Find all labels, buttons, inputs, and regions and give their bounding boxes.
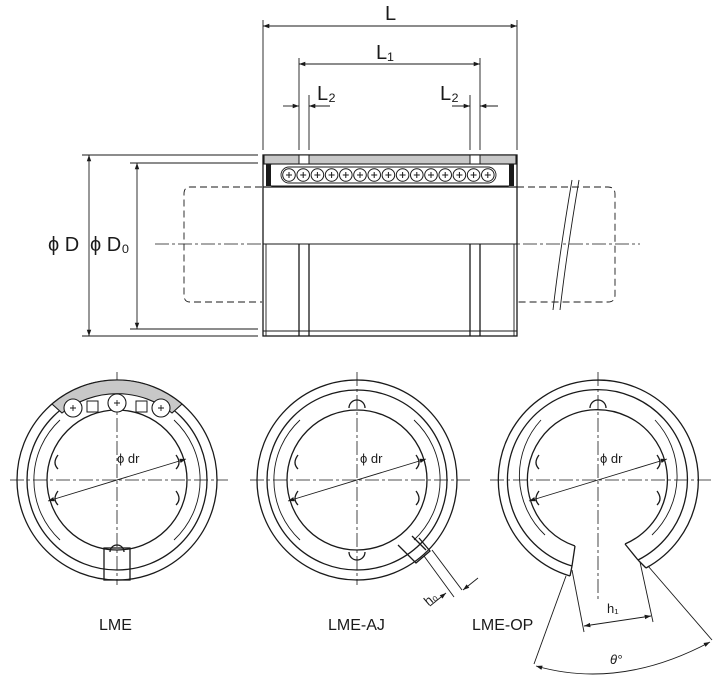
lme-caption: LME — [99, 617, 132, 634]
lme-op-theta-label: θ° — [610, 652, 622, 667]
bearing-body — [262, 154, 518, 337]
dim-L-label: L — [385, 3, 396, 25]
lme-op-dr-label: ϕ dr — [600, 451, 623, 466]
dimension-lines — [86, 23, 517, 336]
ball-mark — [328, 172, 335, 178]
ball-mark — [371, 172, 378, 178]
ball-mark — [413, 172, 420, 178]
section-lme-op: h₁ θ° ϕ dr LME-OP — [472, 372, 713, 675]
ball-mark — [314, 172, 321, 178]
ball-mark — [456, 172, 463, 178]
ball-mark — [428, 172, 434, 178]
lme-aj-caption: LME-AJ — [328, 617, 385, 634]
dim-L2-right-label: L₂ — [440, 83, 459, 105]
lme-aj-h0-label: h₀ — [421, 589, 440, 609]
shaft-outline — [183, 179, 616, 311]
ball-mark — [399, 172, 406, 178]
ball-mark — [357, 172, 363, 178]
ball-mark — [442, 172, 449, 178]
ball-mark — [300, 172, 307, 178]
ball-mark — [470, 172, 477, 178]
section-lme: ϕ dr LME — [10, 372, 228, 634]
ball-mark — [385, 172, 392, 178]
side-view: L L₁ L₂ L₂ ϕ D ϕ D₀ — [48, 3, 640, 337]
dim-D0-label: ϕ D₀ — [90, 234, 130, 256]
ball-mark — [484, 172, 491, 178]
dim-L1-label: L₁ — [376, 42, 394, 64]
dim-L2-left-label: L₂ — [317, 83, 336, 105]
dim-D-label: ϕ D — [48, 234, 79, 256]
lme-op-caption: LME-OP — [472, 617, 533, 634]
ball-mark — [342, 172, 349, 178]
ball-mark — [286, 172, 292, 178]
lme-op-h1-label: h₁ — [607, 601, 619, 616]
ball-row — [282, 168, 495, 182]
section-lme-aj: h₀ ϕ dr LME-AJ — [250, 372, 479, 634]
lme-dr-label: ϕ dr — [117, 451, 140, 466]
lme-aj-dr-label: ϕ dr — [360, 451, 383, 466]
